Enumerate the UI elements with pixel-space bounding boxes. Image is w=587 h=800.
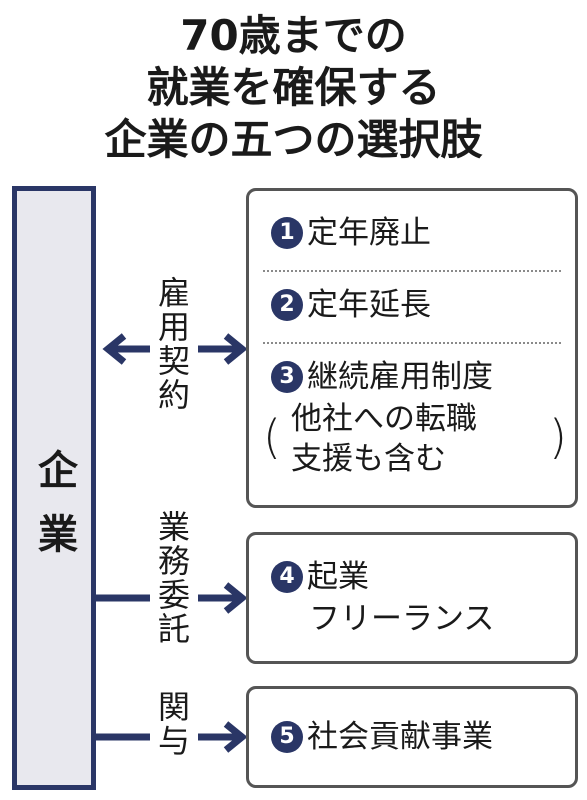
option-1-label: 定年廃止 <box>307 215 431 251</box>
open-paren-icon: ( <box>263 410 281 464</box>
label-involvement: 関与 <box>153 690 191 758</box>
dotted-divider <box>263 270 561 272</box>
company-label: 企業 <box>31 449 77 577</box>
circled-number-3: 3 <box>271 361 303 393</box>
option-4: 4 起業 <box>271 557 369 597</box>
company-box: 企業 <box>12 186 96 790</box>
involvement-arrow <box>96 721 248 753</box>
circled-number-5: 5 <box>271 721 303 753</box>
arrow-left-icon <box>102 333 127 365</box>
label-employment-contract: 雇用契約 <box>153 276 191 412</box>
option-3-label: 継続雇用制度 <box>307 359 493 395</box>
options-box-employment: 1 定年廃止 2 定年延長 3 継続雇用制度 ( 他社への転職 支援も含む ) <box>246 188 578 508</box>
circled-number-4: 4 <box>271 561 303 593</box>
title-line-3: 企業の五つの選択肢 <box>104 115 483 164</box>
options-box-outsourcing: 4 起業 フリーランス <box>246 532 578 664</box>
circled-number-1: 1 <box>271 217 303 249</box>
circled-number-2: 2 <box>271 289 303 321</box>
label-outsourcing: 業務委託 <box>153 510 191 646</box>
option-3-note-line-1: 他社への転職 <box>291 401 477 437</box>
option-4-label-line-2: フリーランス <box>309 601 495 637</box>
options-box-involvement: 5 社会貢献事業 <box>246 686 578 788</box>
close-paren-icon: ) <box>549 410 567 464</box>
outsourcing-arrow <box>96 582 248 614</box>
employment-two-way-arrow <box>102 333 248 365</box>
title-line-2: 就業を確保する <box>146 63 441 112</box>
dotted-divider <box>263 342 561 344</box>
diagram-title: 70歳までの 就業を確保する 企業の五つの選択肢 <box>0 10 587 166</box>
option-5: 5 社会貢献事業 <box>271 717 493 757</box>
arrow-right-icon <box>223 333 248 365</box>
option-2-label: 定年延長 <box>307 287 431 323</box>
arrow-right-icon <box>223 721 248 753</box>
option-1: 1 定年廃止 <box>271 213 431 253</box>
title-line-1: 70歳までの <box>180 11 407 60</box>
option-5-label: 社会貢献事業 <box>307 719 493 755</box>
option-3: 3 継続雇用制度 <box>271 357 493 397</box>
arrow-right-icon <box>223 582 248 614</box>
option-3-note-line-2: 支援も含む <box>291 441 446 477</box>
option-4-label-line-1: 起業 <box>307 559 369 595</box>
option-2: 2 定年延長 <box>271 285 431 325</box>
